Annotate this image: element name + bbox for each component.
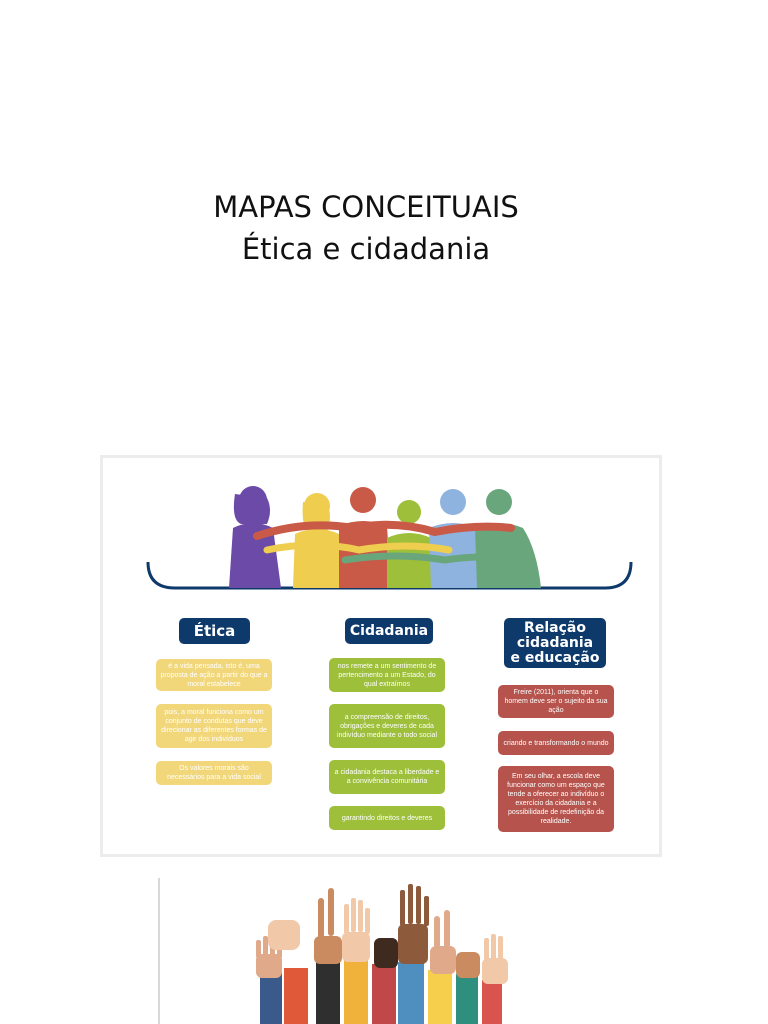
sleeve (284, 968, 308, 1024)
relacao-box-3: Em seu olhar, a escola deve funcionar co… (498, 766, 614, 832)
sleeve (398, 962, 424, 1024)
person-figure (429, 489, 481, 588)
etica-box-3: Os valores morais são necessários para a… (156, 761, 272, 785)
concept-map-image: Ética Cidadania Relação cidadania e educ… (100, 455, 662, 857)
etica-box-2: pois, a moral funciona como um conjunto … (156, 704, 272, 748)
hand (456, 952, 480, 978)
person-figure (293, 493, 343, 588)
cidadania-box-4: garantindo direitos e deveres (329, 806, 445, 830)
sleeve (260, 972, 282, 1024)
header-cidadania: Cidadania (345, 618, 433, 644)
relacao-box-1: Freire (2011), orienta que o homem deve … (498, 685, 614, 718)
hand (314, 888, 342, 964)
person-figure (475, 489, 541, 588)
arm (263, 541, 453, 554)
cidadania-box-1: nos remete a um sentimento de pertencime… (329, 658, 445, 692)
etica-box-1: é a vida pensada, isto é, uma proposta d… (156, 659, 272, 691)
sleeve (372, 964, 396, 1024)
cidadania-box-3: a cidadania destaca a liberdade e a conv… (329, 760, 445, 794)
header-etica: Ética (179, 618, 250, 644)
hand (398, 884, 429, 964)
sleeve (316, 960, 340, 1024)
relacao-box-2: criando e transformando o mundo (498, 731, 614, 755)
cidadania-box-2: a compreensão de direitos, obrigações e … (329, 704, 445, 748)
hand (342, 898, 370, 962)
person-figure (339, 487, 391, 588)
sleeve (456, 974, 478, 1024)
raised-hands-illustration (256, 884, 508, 1024)
header-relacao: Relação cidadania e educação (504, 618, 606, 668)
arm (253, 520, 515, 540)
hand (374, 938, 398, 968)
hand (268, 920, 300, 950)
person-figure (229, 486, 281, 588)
people-illustration (146, 486, 633, 590)
title-line-2: Ética e cidadania (241, 232, 491, 266)
hand (430, 910, 456, 974)
header-relacao-line2: cidadania (516, 634, 594, 651)
divider-line (158, 878, 160, 1024)
title-line-1: MAPAS CONCEITUAIS (213, 190, 519, 224)
page-title: MAPAS CONCEITUAIS Ética e cidadania (0, 186, 732, 270)
header-relacao-line3: e educação (510, 649, 600, 666)
sleeve (428, 970, 452, 1024)
hand (482, 934, 508, 984)
sleeve (344, 958, 368, 1024)
sleeve (482, 980, 502, 1024)
arm (341, 552, 517, 564)
header-relacao-line1: Relação (524, 619, 586, 636)
